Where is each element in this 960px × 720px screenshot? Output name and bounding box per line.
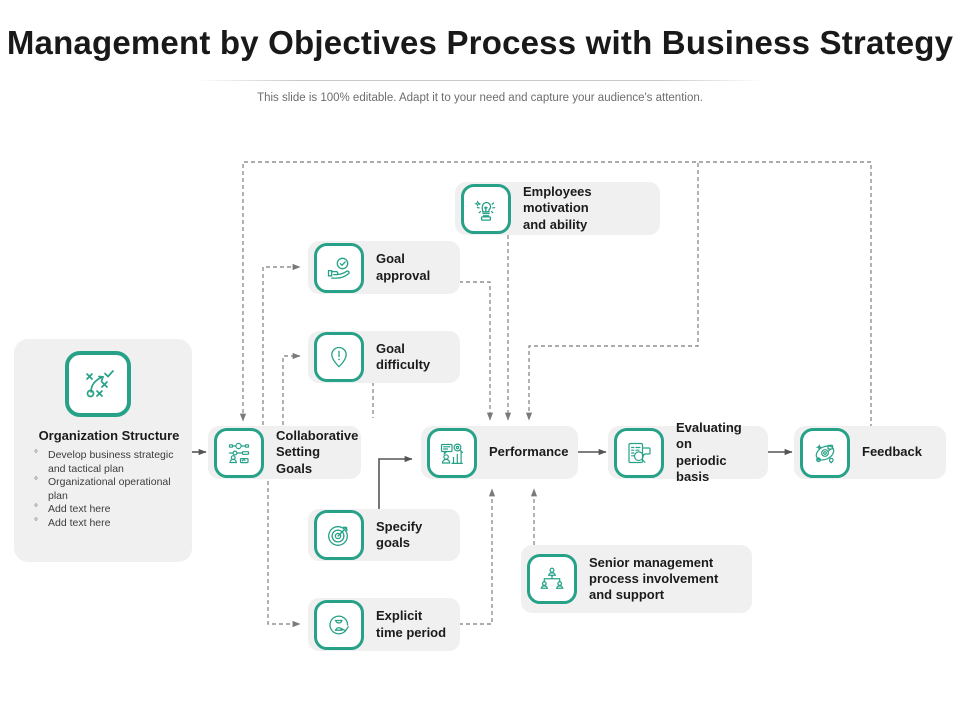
node-explicit-time-period[interactable]: Explicit time period [308, 598, 460, 651]
connector-explicit-time-to-performance [459, 488, 496, 625]
hand-check-icon [314, 242, 364, 293]
node-specify-goals[interactable]: Specify goals [308, 509, 460, 561]
page-subtitle: This slide is 100% editable. Adapt it to… [257, 92, 703, 104]
node-label: Collaborative Setting Goals [276, 428, 359, 476]
org-hierarchy-icon [527, 554, 577, 604]
node-label: Goal approval [376, 251, 431, 283]
list-item: Add text here [26, 502, 186, 517]
clipboard-review-icon [614, 427, 664, 478]
node-collaborative-setting-goals[interactable]: Collaborative Setting Goals [208, 426, 361, 479]
feedback-cycle-icon [800, 427, 850, 478]
collaboration-flow-icon [214, 427, 264, 478]
node-label: Specify goals [376, 518, 423, 550]
organization-structure-panel[interactable]: Organization Structure Develop business … [14, 339, 192, 562]
node-goal-approval[interactable]: Goal approval [308, 241, 460, 294]
node-label: Feedback [862, 444, 922, 460]
connector-csg-to-goal-difficulty [282, 352, 301, 425]
list-item: Develop business strategic and tactical … [26, 448, 186, 476]
page-title: Management by Objectives Process with Bu… [6, 24, 954, 61]
node-evaluating-periodic-basis[interactable]: Evaluating on periodic basis [608, 420, 768, 484]
performance-chart-icon [427, 427, 477, 478]
node-label: Senior management process involvement an… [589, 554, 719, 603]
node-senior-management[interactable]: Senior management process involvement an… [521, 545, 752, 613]
node-label: Performance [489, 444, 569, 460]
node-performance[interactable]: Performance [421, 426, 578, 479]
node-label: Explicit time period [376, 608, 447, 640]
node-label: Goal difficulty [376, 340, 431, 372]
node-feedback[interactable]: Feedback [794, 426, 946, 479]
organization-structure-title: Organization Structure [38, 428, 180, 443]
exclamation-pin-icon [314, 332, 364, 382]
title-divider [196, 80, 764, 81]
connector-csg-to-goal-approval [262, 263, 301, 425]
node-label: Employees motivation and ability [523, 184, 592, 232]
connector-csg-to-explicit-time [267, 481, 301, 628]
list-item: Organizational operational plan [26, 475, 186, 503]
target-dart-icon [314, 510, 364, 560]
list-item: Add text here [26, 516, 186, 531]
organization-structure-bullets: Develop business strategic and tactical … [26, 448, 186, 531]
connector-goal-approval-to-performance [459, 281, 494, 421]
strategy-tactics-icon [65, 351, 131, 417]
hourglass-refresh-icon [314, 599, 364, 650]
hand-lightbulb-icon [461, 183, 511, 234]
node-label: Evaluating on periodic basis [676, 420, 742, 484]
node-employees-motivation[interactable]: Employees motivation and ability [455, 182, 660, 235]
node-goal-difficulty[interactable]: Goal difficulty [308, 331, 460, 383]
